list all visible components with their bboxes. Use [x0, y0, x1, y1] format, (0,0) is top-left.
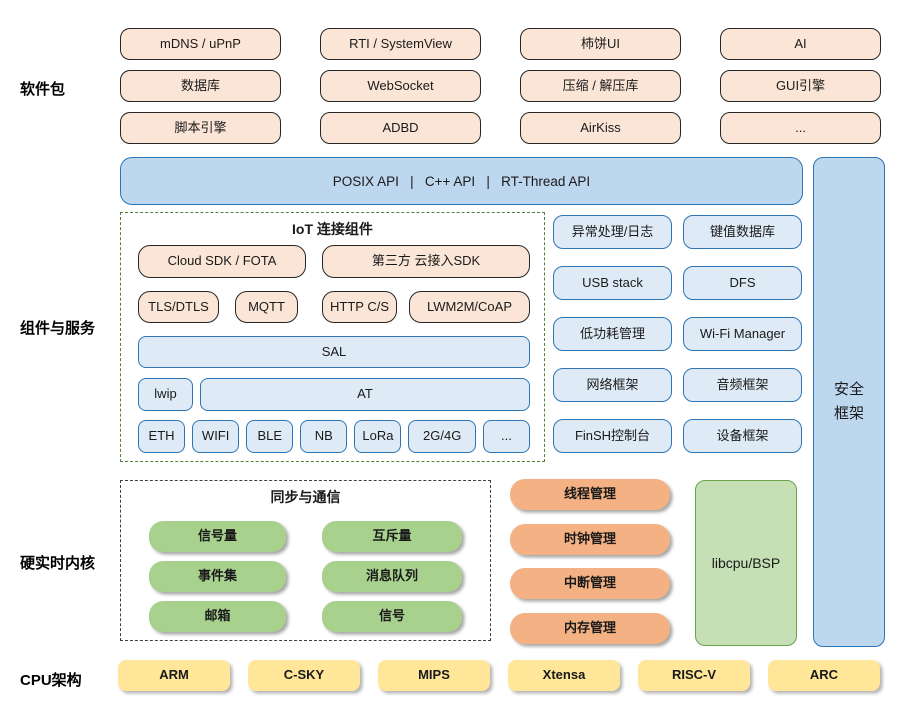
- ipc-box: 邮箱: [149, 601, 286, 632]
- sal-box: SAL: [138, 336, 530, 368]
- kernel-mgmt-box: 中断管理: [510, 568, 670, 599]
- link-box: 2G/4G: [408, 420, 476, 453]
- service-box: 低功耗管理: [553, 317, 672, 351]
- iot-group-title: IoT 连接组件: [292, 221, 373, 237]
- kernel-management-column: 线程管理 时钟管理 中断管理 内存管理: [510, 479, 670, 644]
- sync-ipc-group: 同步与通信 信号量 互斥量 事件集 消息队列 邮箱 信号: [120, 480, 491, 641]
- ipc-box: 信号: [322, 601, 462, 632]
- service-box: USB stack: [553, 266, 672, 300]
- iot-components-group: IoT 连接组件 Cloud SDK / FOTA 第三方 云接入SDK TLS…: [120, 212, 545, 462]
- cpu-arch-box: Xtensa: [508, 660, 620, 691]
- protocol-box: HTTP C/S: [322, 291, 397, 323]
- cloud-sdk-box: Cloud SDK / FOTA: [138, 245, 306, 278]
- at-box: AT: [200, 378, 530, 411]
- link-box: LoRa: [354, 420, 402, 453]
- libcpu-bsp-box: libcpu/BSP: [695, 480, 797, 646]
- kernel-mgmt-box: 内存管理: [510, 612, 670, 644]
- link-layer-row: ETH WIFI BLE NB LoRa 2G/4G ...: [138, 420, 530, 453]
- sync-items-grid: 信号量 互斥量 事件集 消息队列 邮箱 信号: [149, 521, 462, 632]
- section-label-cpu-arch: CPU架构: [20, 672, 82, 689]
- package-box: 脚本引擎: [120, 112, 281, 144]
- ipc-box: 消息队列: [322, 561, 462, 592]
- package-box: WebSocket: [320, 70, 481, 102]
- cpu-arch-box: ARM: [118, 660, 230, 691]
- package-box: mDNS / uPnP: [120, 28, 281, 60]
- package-box: ...: [720, 112, 881, 144]
- service-box: FinSH控制台: [553, 419, 672, 453]
- security-framework-label-line1: 安全: [833, 381, 864, 398]
- posix-api-band: POSIX API | C++ API | RT-Thread API: [120, 157, 803, 205]
- cpu-arch-box: MIPS: [378, 660, 490, 691]
- software-packages-grid: mDNS / uPnP RTI / SystemView 柿饼UI AI 数据库…: [120, 28, 881, 144]
- section-label-kernel: 硬实时内核: [20, 555, 96, 572]
- package-box: AI: [720, 28, 881, 60]
- kernel-mgmt-box: 线程管理: [510, 479, 670, 510]
- protocol-box: TLS/DTLS: [138, 291, 219, 323]
- sync-group-title: 同步与通信: [270, 489, 341, 505]
- section-label-components-services: 组件与服务: [20, 320, 96, 337]
- services-grid: 异常处理/日志 键值数据库 USB stack DFS 低功耗管理 Wi-Fi …: [553, 215, 802, 453]
- service-box: 网络框架: [553, 368, 672, 402]
- cpu-arch-box: ARC: [768, 660, 880, 691]
- ipc-box: 事件集: [149, 561, 286, 592]
- section-label-software-packages: 软件包: [20, 81, 66, 98]
- service-box: Wi-Fi Manager: [683, 317, 802, 351]
- protocol-box: LWM2M/CoAP: [409, 291, 530, 323]
- cpu-arch-box: RISC-V: [638, 660, 750, 691]
- link-box: WIFI: [192, 420, 240, 453]
- ipc-box: 信号量: [149, 521, 286, 552]
- package-box: 柿饼UI: [520, 28, 681, 60]
- link-box: BLE: [246, 420, 294, 453]
- lwip-box: lwip: [138, 378, 193, 411]
- service-box: 键值数据库: [683, 215, 802, 249]
- link-box: ...: [482, 420, 530, 453]
- link-box: ETH: [138, 420, 186, 453]
- cpu-arch-box: C-SKY: [248, 660, 360, 691]
- kernel-mgmt-box: 时钟管理: [510, 523, 670, 555]
- service-box: 异常处理/日志: [553, 215, 672, 249]
- protocol-box: MQTT: [235, 291, 298, 323]
- ipc-box: 互斥量: [322, 521, 462, 552]
- cpu-arch-row: ARM C-SKY MIPS Xtensa RISC-V ARC: [118, 660, 880, 691]
- package-box: RTI / SystemView: [320, 28, 481, 60]
- service-box: 音频框架: [683, 368, 802, 402]
- package-box: 压缩 / 解压库: [520, 70, 681, 102]
- package-box: 数据库: [120, 70, 281, 102]
- service-box: 设备框架: [683, 419, 802, 453]
- link-box: NB: [300, 420, 348, 453]
- cloud-sdk-box: 第三方 云接入SDK: [322, 245, 530, 278]
- security-framework-bar: 安全 框架: [813, 157, 885, 647]
- package-box: ADBD: [320, 112, 481, 144]
- package-box: GUI引擎: [720, 70, 881, 102]
- security-framework-label-line2: 框架: [833, 405, 864, 422]
- service-box: DFS: [683, 266, 802, 300]
- package-box: AirKiss: [520, 112, 681, 144]
